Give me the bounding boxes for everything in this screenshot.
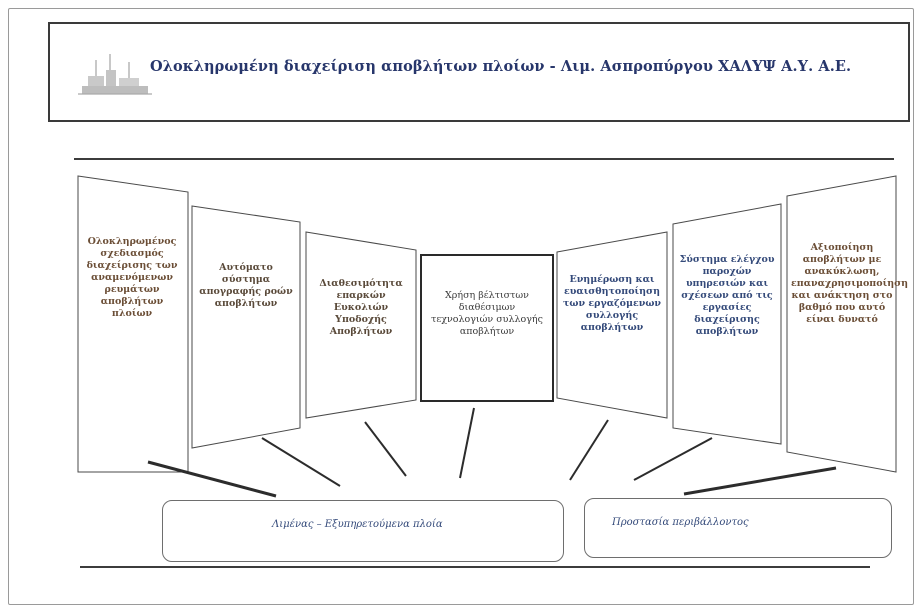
panel-6-frame: [672, 203, 782, 445]
connector-3: [364, 421, 407, 477]
panel-2-frame: [191, 205, 301, 449]
stakeholder-box-port: [162, 500, 564, 562]
page-title: Ολοκληρωμένη διαχείριση αποβλήτων πλοίων…: [150, 58, 852, 75]
ship-logo-icon: [78, 54, 152, 95]
panel-label-1: Ολοκληρωμένος σχεδιασμός διαχείρισης των…: [86, 236, 178, 319]
panel-label-7: Αξιοποίηση αποβλήτων με ανακύκλωση, επαν…: [791, 242, 909, 325]
connector-1: [147, 460, 277, 498]
connector-4: [459, 407, 475, 479]
panel-7-frame: [786, 175, 897, 473]
stakeholder-label-environment: Προστασία περιβάλλοντος: [612, 517, 749, 528]
connector-7: [683, 466, 837, 496]
outer-frame: [8, 8, 914, 605]
panel-label-5: Ενημέρωση και ευαισθητοποίηση των εργαζό…: [563, 274, 661, 333]
stakeholder-box-environment: [584, 498, 892, 558]
panel-5-frame: [556, 231, 668, 419]
stakeholder-label-port: Λιμένας – Εξυπηρετούμενα πλοία: [272, 519, 443, 530]
title-banner: Ολοκληρωμένη διαχείριση αποβλήτων πλοίων…: [48, 22, 910, 122]
connector-6: [633, 437, 713, 481]
bottom-divider: [80, 566, 870, 568]
panel-label-4: Χρήση βέλτιστων διαθέσιμων τεχνολογιών σ…: [431, 290, 543, 337]
panel-label-2: Αυτόματο σύστημα απογραφής ροών αποβλήτω…: [199, 262, 293, 309]
panel-3-frame: [305, 231, 417, 419]
panel-label-3: Διαθεσιμότητα επαρκών Ευκολιών Υποδοχής …: [319, 278, 403, 337]
panel-1-frame: [77, 175, 189, 473]
connector-2: [261, 437, 341, 487]
panel-label-6: Σύστημα ελέγχου παροχών υπηρεσιών και σχ…: [679, 254, 775, 337]
top-divider: [74, 158, 894, 160]
connector-5: [569, 419, 609, 481]
panel-4-frame: [420, 254, 554, 402]
